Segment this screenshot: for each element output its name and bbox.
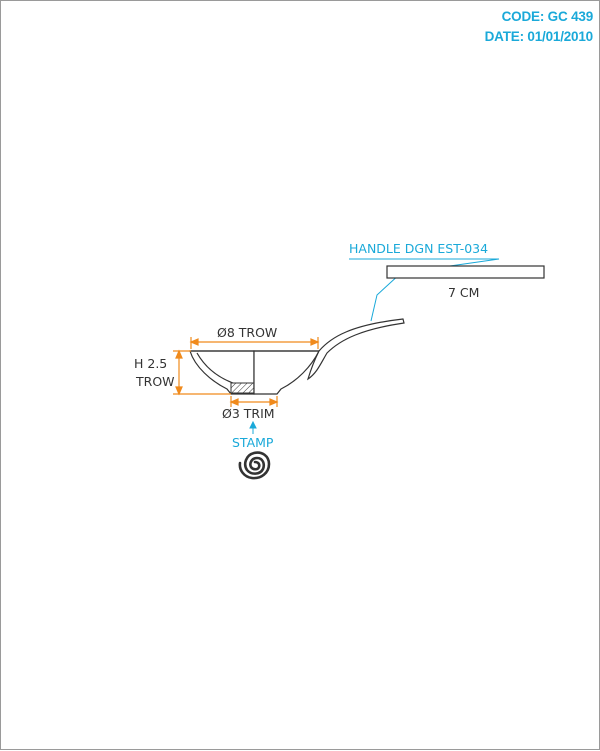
handle-design-label: HANDLE DGN EST-034 bbox=[349, 241, 488, 256]
height-dimension bbox=[173, 349, 231, 396]
date-label: DATE: 01/01/2010 bbox=[484, 29, 594, 44]
bowl-right-body bbox=[253, 350, 320, 395]
diameter-top-dimension bbox=[189, 337, 320, 349]
bowl-handle bbox=[306, 318, 405, 381]
stamp-arrow bbox=[249, 420, 257, 434]
diameter-base-dimension bbox=[229, 396, 279, 407]
stamp-label: STAMP bbox=[232, 435, 274, 450]
code-label: CODE: GC 439 bbox=[501, 9, 594, 24]
height-label-line2: TROW bbox=[135, 374, 175, 389]
spiral-stamp-icon bbox=[238, 451, 271, 480]
diameter-top-label: Ø8 TROW bbox=[217, 325, 277, 340]
height-label-line1: H 2.5 bbox=[134, 356, 167, 371]
diameter-base-label: Ø3 TRIM bbox=[222, 406, 275, 421]
title-block: CODE: GC 439 DATE: 01/01/2010 bbox=[484, 7, 594, 47]
handle-flat-piece bbox=[386, 265, 545, 279]
bowl-inner-wall bbox=[196, 352, 234, 384]
handle-length-label: 7 CM bbox=[448, 285, 479, 300]
foot-section-hatch bbox=[230, 382, 255, 394]
